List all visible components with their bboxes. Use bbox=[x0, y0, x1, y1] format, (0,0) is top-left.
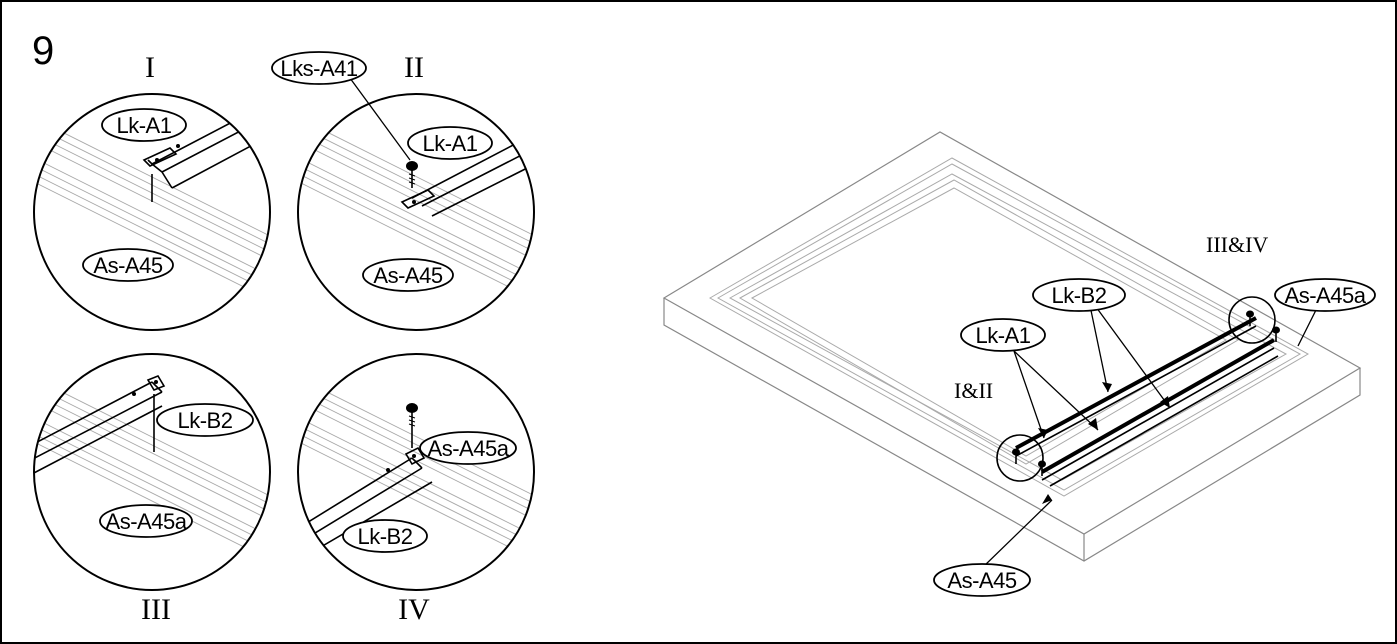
detail-1-frame-label: As-A45 bbox=[93, 253, 162, 278]
detail-1-rail-label: Lk-A1 bbox=[117, 113, 172, 138]
detail-view-2: II Lks-A41 Lk-A1 As-A45 bbox=[271, 51, 535, 331]
overview-assembly: I&II III&IV Lk-A1 Lk-B2 As-A45a As-A45 bbox=[662, 131, 1376, 597]
detail-2-screw-label: Lks-A41 bbox=[280, 56, 357, 81]
detail-4-roman: IV bbox=[398, 593, 430, 626]
detail-view-3: Lk-B2 As-A45a III bbox=[33, 353, 271, 626]
overview-rail-b-label: Lk-B2 bbox=[1052, 283, 1107, 308]
detail-2-roman: II bbox=[404, 51, 424, 84]
base-slab bbox=[662, 131, 1362, 562]
detail-1-roman: I bbox=[145, 51, 155, 84]
callout-circle-1-2 bbox=[996, 434, 1044, 482]
detail-2-rail-label: Lk-A1 bbox=[423, 131, 478, 156]
detail-3-rail-label: Lk-B2 bbox=[178, 408, 233, 433]
overview-rail-a-label: Lk-A1 bbox=[976, 323, 1031, 348]
callout-3-4-label: III&IV bbox=[1206, 232, 1268, 257]
frame-outline bbox=[708, 157, 1310, 497]
step-number: 9 bbox=[32, 29, 54, 73]
overview-frame-label: As-A45 bbox=[947, 568, 1016, 593]
detail-2-frame-label: As-A45 bbox=[373, 263, 442, 288]
detail-3-roman: III bbox=[141, 593, 171, 626]
detail-4-frame-label: As-A45a bbox=[428, 436, 510, 461]
detail-view-4: As-A45a Lk-B2 IV bbox=[297, 353, 535, 626]
rails bbox=[1015, 316, 1279, 487]
callout-circle-3-4 bbox=[1228, 296, 1276, 344]
overview-frame-a-label: As-A45a bbox=[1285, 283, 1367, 308]
callout-1-2-label: I&II bbox=[954, 378, 993, 403]
detail-4-rail-label: Lk-B2 bbox=[358, 524, 413, 549]
detail-3-frame-label: As-A45a bbox=[106, 509, 188, 534]
detail-view-1: I Lk-A1 As-A45 bbox=[33, 51, 271, 331]
